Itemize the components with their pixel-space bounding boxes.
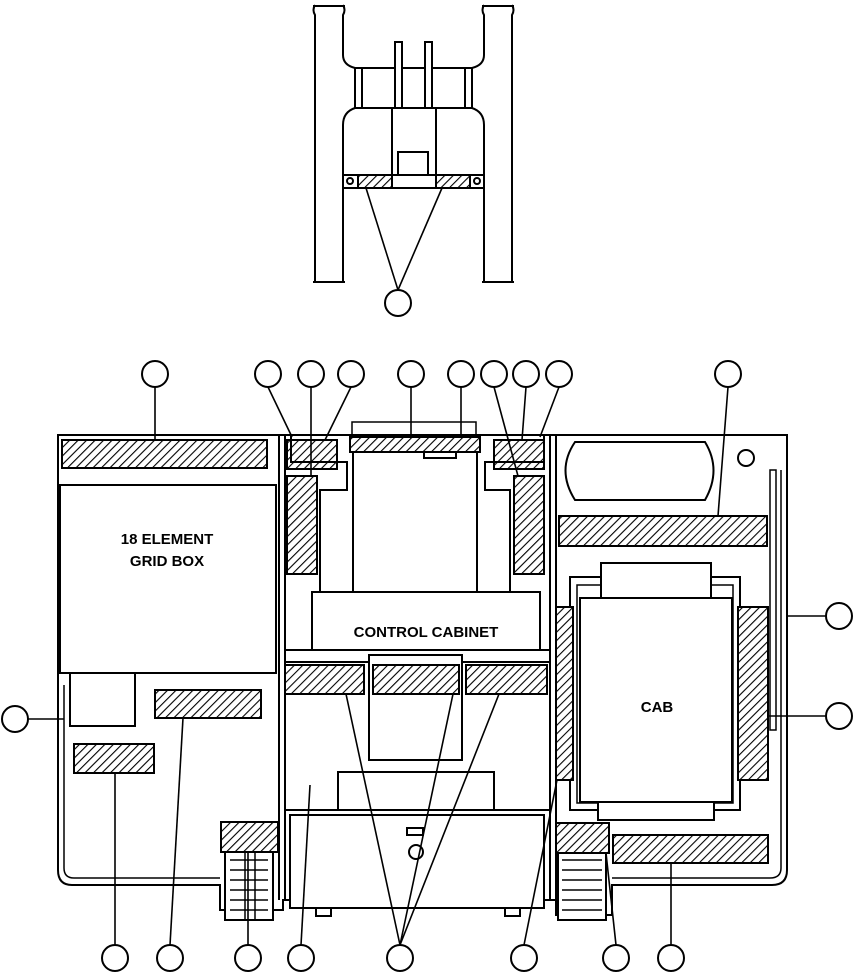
callout-top-2 xyxy=(254,360,282,388)
callout-top-7 xyxy=(480,360,508,388)
callout-bottom-2 xyxy=(156,944,184,972)
main-plan-view: 18 ELEMENT GRID BOX CONTROL CABINET xyxy=(1,360,853,972)
callout-bottom-4 xyxy=(287,944,315,972)
callout-top-1 xyxy=(141,360,169,388)
control-cabinet-label: CONTROL CABINET xyxy=(354,624,499,641)
grid-box-label-line2: GRID BOX xyxy=(130,553,204,570)
callout-top-6 xyxy=(447,360,475,388)
callout-left xyxy=(1,705,29,733)
callout-top-8 xyxy=(512,360,540,388)
callout-bottom-6 xyxy=(510,944,538,972)
callout-right-2 xyxy=(825,702,853,730)
callout-bottom-1 xyxy=(101,944,129,972)
callout-bottom-5 xyxy=(386,944,414,972)
grid-box-label-line1: 18 ELEMENT xyxy=(121,531,214,548)
callout-bottom-3 xyxy=(234,944,262,972)
callout-right-1 xyxy=(825,602,853,630)
callout-top-4 xyxy=(337,360,365,388)
callout-top-10 xyxy=(714,360,742,388)
callout-bottom-8 xyxy=(657,944,685,972)
top-detail-view xyxy=(312,4,515,317)
callout-bottom-7 xyxy=(602,944,630,972)
callout-top-5 xyxy=(397,360,425,388)
cab-label: CAB xyxy=(641,699,674,716)
callout-top xyxy=(384,289,412,317)
callout-top-3 xyxy=(297,360,325,388)
callout-top-9 xyxy=(545,360,573,388)
